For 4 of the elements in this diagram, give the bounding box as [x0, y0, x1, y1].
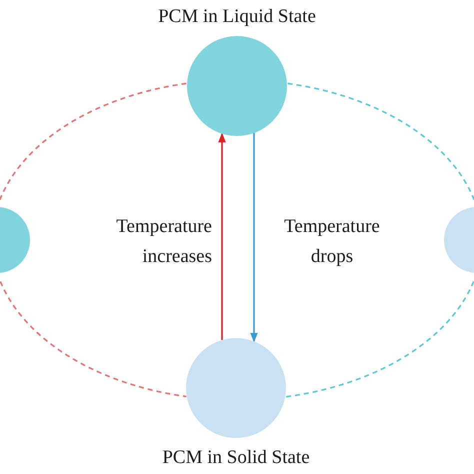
arrow	[218, 132, 226, 340]
state-label: PCM in Solid State	[162, 448, 310, 467]
arrow	[250, 133, 258, 342]
state-label: PCM in Liquid State	[158, 7, 316, 26]
